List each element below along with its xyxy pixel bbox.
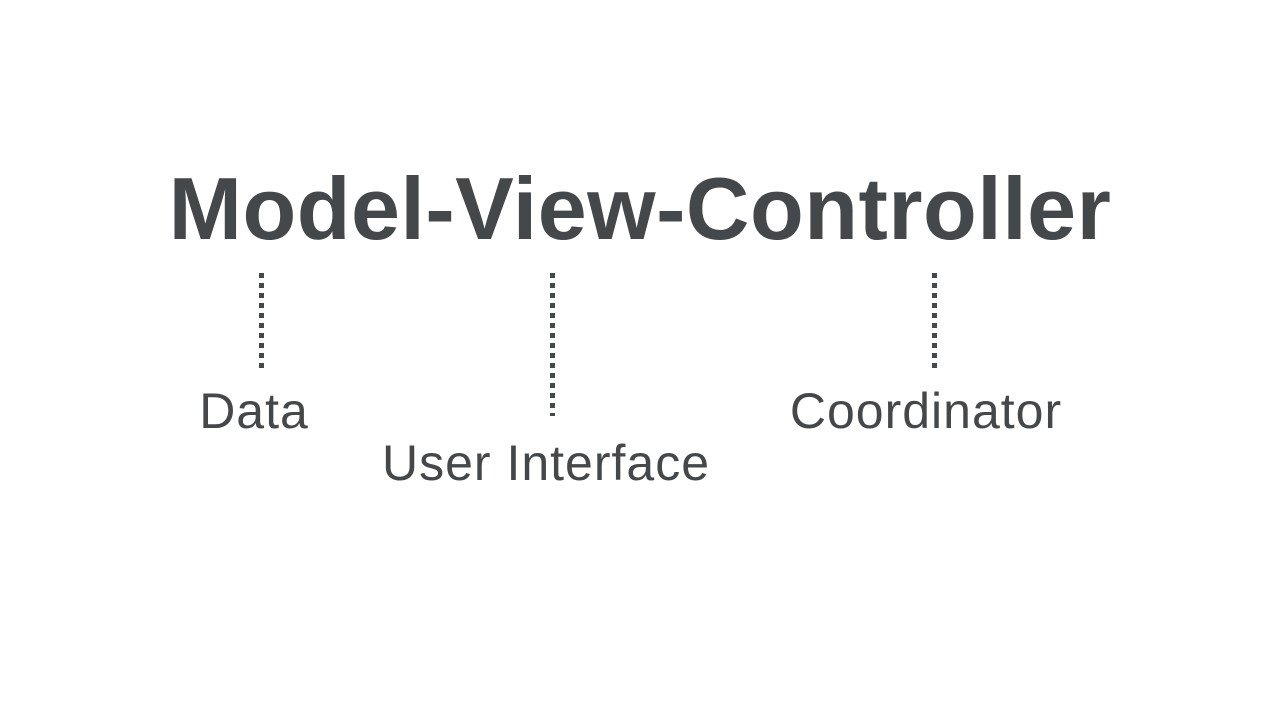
connector-label-model: Data [199, 383, 309, 439]
dotted-connector-line-view [550, 273, 555, 416]
dotted-connector-line-controller [932, 273, 937, 372]
dotted-connector-line-model [259, 273, 264, 368]
page-title: Model-View-Controller [168, 159, 1112, 258]
connector-label-view: User Interface [381, 435, 711, 491]
connector-label-controller: Coordinator [789, 383, 1063, 439]
